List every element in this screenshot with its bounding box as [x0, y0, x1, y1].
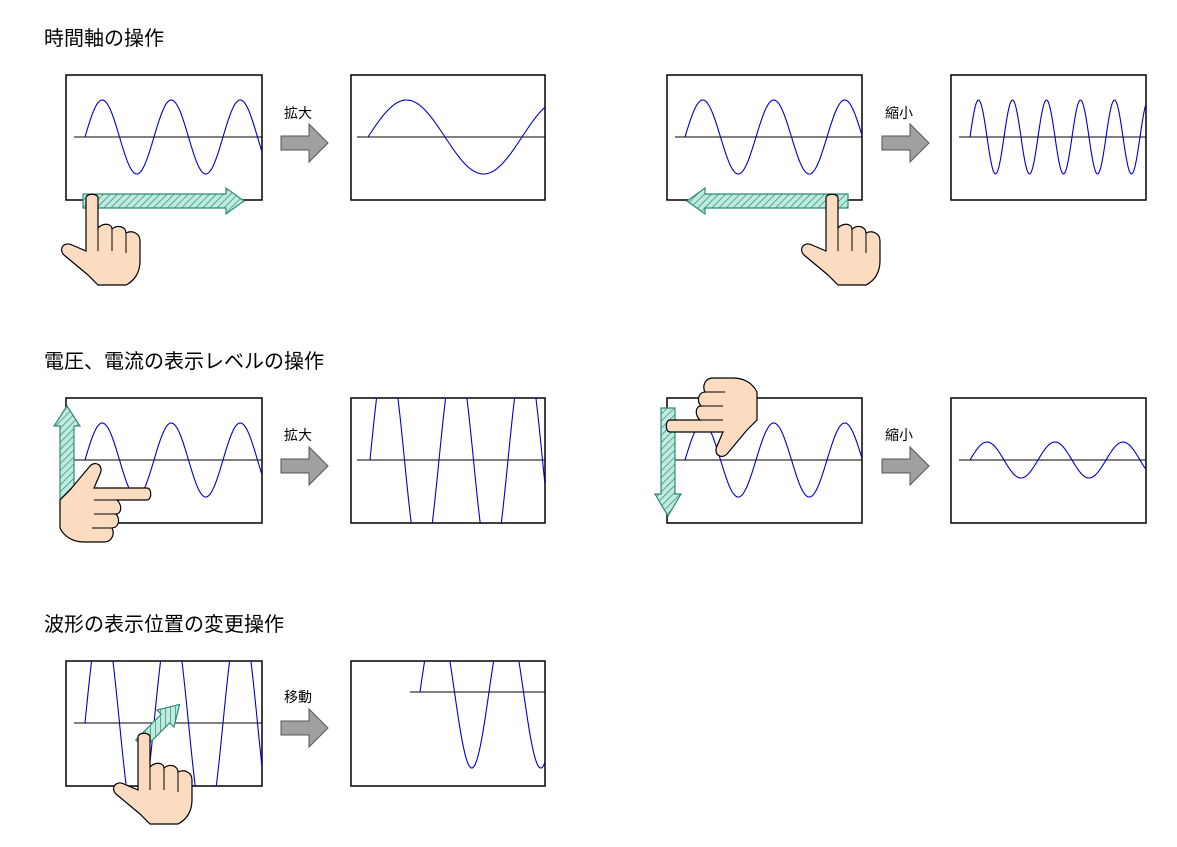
panel-time-after-zoom-in — [350, 74, 546, 201]
arrow-right-icon — [280, 707, 329, 749]
arrow-right-icon — [881, 445, 930, 487]
sine-wave — [369, 398, 545, 523]
pointing-hand-icon — [59, 462, 152, 543]
drag-arrow-icon — [82, 186, 246, 216]
panel-position-after-move — [350, 660, 546, 787]
panel-level-before-zoom-out — [666, 397, 863, 524]
label-position-move: 移動 — [284, 690, 312, 706]
panel-level-after-zoom-in — [350, 397, 546, 524]
sine-wave — [969, 441, 1146, 479]
panel-time-before-zoom-out — [666, 74, 863, 201]
pointing-hand-icon — [665, 377, 758, 458]
arrow-right-icon — [280, 445, 329, 487]
sine-wave — [84, 99, 262, 175]
sine-wave — [684, 99, 862, 175]
sine-wave — [684, 422, 862, 498]
arrow-right-icon — [280, 122, 329, 164]
section-title-level: 電圧、電流の表示レベルの操作 — [44, 349, 324, 373]
pointing-hand-icon — [800, 193, 881, 286]
label-level-zoom-in: 拡大 — [284, 428, 312, 444]
sine-wave — [969, 99, 1146, 175]
section-title-time-axis: 時間軸の操作 — [44, 26, 164, 50]
panel-time-after-zoom-out — [950, 74, 1147, 201]
pointing-hand-icon — [60, 193, 141, 286]
sine-wave — [84, 661, 262, 786]
sine-wave — [367, 99, 545, 175]
section-title-position: 波形の表示位置の変更操作 — [44, 612, 284, 636]
drag-arrow-icon — [685, 186, 849, 216]
arrow-right-icon — [881, 122, 930, 164]
sine-wave — [419, 661, 545, 769]
sine-wave — [84, 422, 262, 498]
label-level-zoom-out: 縮小 — [885, 428, 913, 444]
panel-time-before-zoom-in — [65, 74, 263, 201]
label-time-zoom-out: 縮小 — [885, 106, 913, 122]
pointing-hand-icon — [112, 732, 193, 825]
label-time-zoom-in: 拡大 — [284, 106, 312, 122]
panel-level-after-zoom-out — [950, 397, 1147, 524]
